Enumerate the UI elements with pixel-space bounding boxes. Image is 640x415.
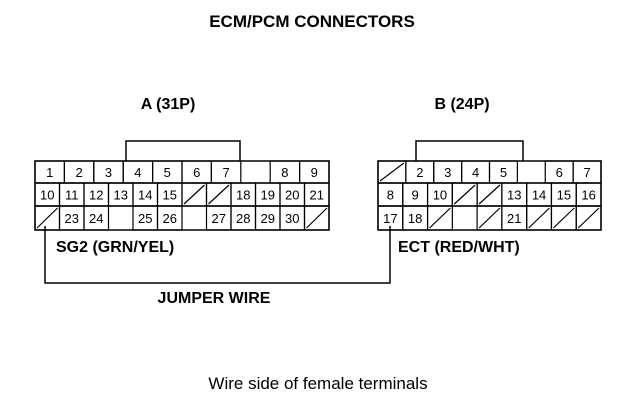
connector-a-unused-terminal-mark: [36, 207, 58, 229]
connector-a-unused-terminal-mark: [208, 184, 230, 205]
connector-a-terminal-cell: [83, 205, 110, 231]
connector-b-terminal-number: 4: [472, 165, 479, 180]
connector-a-empty-slot: [241, 162, 270, 182]
connector-b-unused-terminal-mark: [429, 207, 451, 229]
connector-a-lock-tab: [125, 140, 241, 161]
connector-a-terminal-number: 3: [105, 165, 112, 180]
ect-terminal-label: ECT (RED/WHT): [398, 239, 520, 256]
connector-b-terminal-number: 17: [383, 211, 397, 226]
connector-a-terminal-number: 30: [285, 211, 299, 226]
connector-a-terminal-number: 24: [89, 211, 103, 226]
connector-a-terminal-number: 2: [75, 165, 82, 180]
connector-a-terminal-cell: [156, 205, 183, 231]
connector-a-terminal-number: 23: [65, 211, 79, 226]
connector-b-empty-slot: [453, 207, 477, 229]
sg2-terminal-label: SG2 (GRN/YEL): [56, 239, 174, 256]
connector-a-terminal-number: 18: [236, 188, 250, 203]
connector-b-cells: 2 3 4 5 6 7 8 9 10 13 14 15 16 17 18 21: [377, 160, 602, 231]
connector-b-terminal-number: 2: [416, 165, 423, 180]
connector-a-terminal-number: 4: [134, 165, 141, 180]
connector-b-terminal-number: 6: [556, 165, 563, 180]
connector-b-lock-tab: [415, 140, 524, 161]
connector-b-terminal-number: 9: [412, 188, 419, 203]
connector-a-terminal-number: 10: [40, 188, 54, 203]
connector-a-terminal-number: 20: [285, 188, 299, 203]
connector-a-terminal-number: 11: [65, 188, 79, 203]
connector-b-unused-terminal-mark: [453, 184, 476, 205]
connector-a-terminal-number: 25: [138, 211, 152, 226]
connector-b-unused-terminal-mark: [478, 184, 501, 205]
connector-a-terminal-number: 8: [281, 165, 288, 180]
connector-a-empty-slot: [109, 207, 132, 229]
connector-a-label: A (31P): [141, 96, 196, 113]
connector-b-terminal-number: 8: [387, 188, 394, 203]
connector-b-unused-terminal-mark: [528, 207, 550, 229]
connector-b-terminal-cell: [575, 205, 602, 231]
connector-a-terminal-number: 19: [261, 188, 275, 203]
jumper-wire-label: JUMPER WIRE: [158, 290, 271, 307]
connector-a-terminal-number: 7: [222, 165, 229, 180]
connector-a-terminal-number: 9: [311, 165, 318, 180]
connector-b-label: B (24P): [434, 96, 489, 113]
connector-b-terminal-number: 10: [433, 188, 447, 203]
connector-b-terminal-number: 14: [532, 188, 546, 203]
connector-a-terminal-number: 5: [164, 165, 171, 180]
connector-b-terminal-number: 21: [507, 211, 521, 226]
connector-a-unused-terminal-mark: [183, 184, 205, 205]
jumper-wire: [44, 226, 391, 284]
connector-b-unused-terminal-mark: [478, 207, 501, 229]
connector-a-terminal-number: 28: [236, 211, 250, 226]
connector-a-terminal-number: 12: [89, 188, 103, 203]
connector-a-terminal-number: 1: [46, 165, 53, 180]
connector-a-terminal-number: 21: [310, 188, 324, 203]
connector-b-unused-terminal-mark: [577, 207, 600, 229]
connector-b-unused-terminal-mark: [379, 162, 405, 182]
connector-a-terminal-number: 29: [261, 211, 275, 226]
connector-a-terminal-number: 26: [163, 211, 177, 226]
connector-a-empty-slot: [183, 207, 206, 229]
connector-b-terminal-number: 5: [500, 165, 507, 180]
connector-a-terminal-number: 27: [212, 211, 226, 226]
connector-a-terminal-number: 13: [114, 188, 128, 203]
connector-b-terminal-number: 15: [557, 188, 571, 203]
connector-b-terminal-number: 16: [581, 188, 595, 203]
footer-caption: Wire side of female terminals: [208, 374, 427, 393]
connector-b-terminal-number: 13: [507, 188, 521, 203]
connector-b-terminal-number: 18: [408, 211, 422, 226]
connector-b-terminal-number: 7: [583, 165, 590, 180]
connector-b-terminal-number: 3: [444, 165, 451, 180]
connector-b-unused-terminal-mark: [553, 207, 575, 229]
connector-a-terminal-number: 14: [138, 188, 152, 203]
connector-a-terminal-cell: [303, 205, 330, 231]
connector-a-terminal-number: 15: [163, 188, 177, 203]
diagram-title: ECM/PCM CONNECTORS: [209, 12, 415, 31]
connector-b-terminal-cell: [426, 205, 453, 231]
connector-a-unused-terminal-mark: [306, 207, 328, 229]
connector-b-empty-slot: [518, 162, 545, 182]
connector-a-terminal-number: 6: [193, 165, 200, 180]
